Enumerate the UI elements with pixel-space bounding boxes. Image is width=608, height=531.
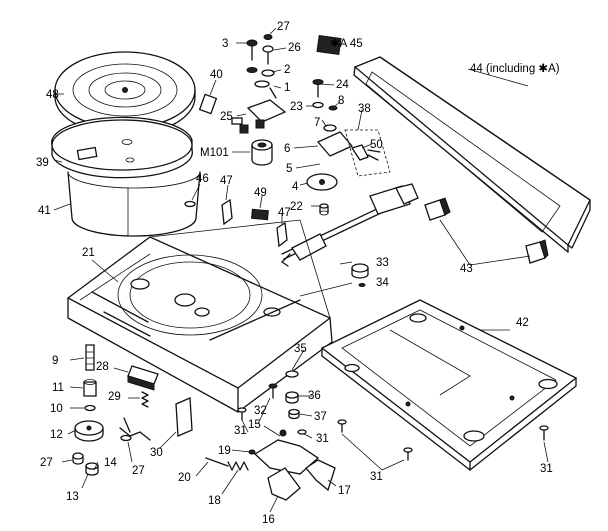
label-6: 6 [284,143,290,155]
label-20: 20 [178,472,191,484]
label-39: 39 [36,157,49,169]
label-10: 10 [50,403,63,415]
label-50: 50 [370,139,383,151]
label-43: 43 [460,263,473,275]
label-7: 7 [314,117,320,129]
label-24: 24 [336,79,349,91]
label-26: 26 [288,42,301,54]
motor-cluster [231,34,287,166]
label-31b: 31 [316,433,329,445]
label-21: 21 [82,247,95,259]
label-31d: 31 [540,463,553,475]
label-14: 14 [104,457,117,469]
leader-lines [53,27,549,513]
label-31c: 31 [370,471,383,483]
label-15: 15 [248,419,261,431]
part-45 [316,34,342,56]
label-35: 35 [294,343,307,355]
chassis [66,219,333,413]
bottom-plate [320,299,578,471]
label-27b: 27 [40,457,53,469]
label-33: 33 [376,257,389,269]
arm-rest-parts [306,79,391,216]
parts-28-29 [127,365,159,408]
part-30 [119,397,193,441]
label-23: 23 [290,101,303,113]
label-36: 36 [308,390,321,402]
label-31a: 31 [234,425,247,437]
hinges [424,197,549,264]
platter-mat [51,116,193,179]
label-42: 42 [516,317,529,329]
label-m101: M101 [200,147,229,159]
label-4: 4 [292,181,299,193]
dust-bowl [67,171,201,237]
label-37: 37 [314,411,327,423]
label-9: 9 [52,355,58,367]
label-45: ✱A 45 [330,38,363,50]
screws-31 [237,407,549,461]
misc-top-parts [184,198,288,248]
label-49: 49 [254,187,267,199]
label-46: 46 [196,173,209,185]
dust-cover [353,56,591,253]
lever-assembly [205,429,336,501]
tone-arm [281,183,419,267]
label-19: 19 [218,445,231,457]
platter [54,51,196,136]
label-22: 22 [290,201,303,213]
center-small-parts [268,370,300,420]
label-25: 25 [220,111,233,123]
label-5: 5 [286,163,292,175]
label-12: 12 [50,429,63,441]
label-11: 11 [52,382,64,394]
label-30: 30 [150,447,163,459]
label-41: 41 [38,205,51,217]
label-16: 16 [262,514,275,526]
label-18: 18 [208,495,221,507]
label-47a: 47 [220,175,233,187]
label-34: 34 [376,277,389,289]
label-3: 3 [222,38,228,50]
label-27c: 27 [132,465,145,477]
label-8: 8 [338,95,344,107]
label-29: 29 [108,391,121,403]
part-40 [198,93,218,115]
label-40: 40 [210,69,223,81]
label-13: 13 [66,491,79,503]
washer-27b [120,434,132,442]
label-48: 48 [46,89,59,101]
label-32: 32 [254,405,267,417]
part-labels: 48 39 41 40 3 27 26 2 1 25 M101 6 5 4 ✱A… [36,21,560,526]
label-17: 17 [338,485,351,497]
spindle-stack [72,344,104,476]
label-28: 28 [96,361,109,373]
knob-33 [351,263,369,273]
label-47b: 47 [278,207,291,219]
label-27a: 27 [277,21,290,33]
label-44: 44 (including ✱A) [470,63,560,75]
label-38: 38 [358,103,371,115]
label-1: 1 [284,82,290,94]
label-2: 2 [284,64,290,76]
